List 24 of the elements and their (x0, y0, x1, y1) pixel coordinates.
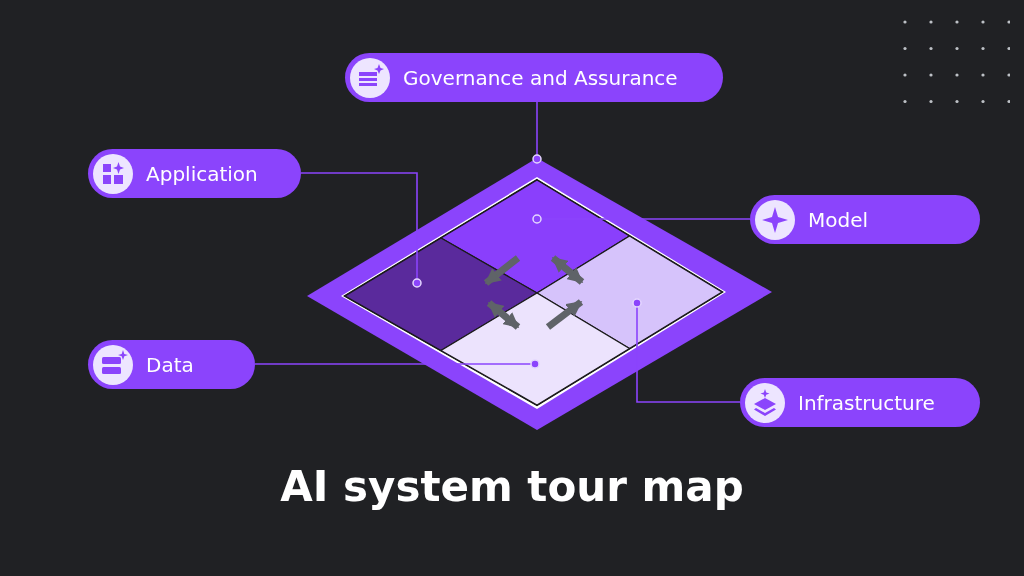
leader-line (532, 214, 751, 224)
block-arrow (486, 300, 521, 330)
bottom-quadrant (439, 292, 631, 406)
title: AI system tour map (280, 462, 744, 511)
block-arrow (550, 255, 585, 285)
pill-label: Data (146, 352, 194, 377)
pill-label: Infrastructure (798, 390, 935, 415)
block-arrow (483, 255, 521, 286)
pill-label: Governance and Assurance (403, 65, 678, 90)
label-pill (750, 195, 980, 244)
pill-label: Application (146, 161, 258, 186)
left-quadrant (343, 237, 539, 352)
leader-line (300, 172, 422, 288)
pill-label: Model (808, 207, 869, 232)
label-pill (88, 149, 301, 198)
block-arrow (545, 299, 584, 330)
label-pill (345, 53, 723, 102)
label-pill (88, 340, 255, 389)
leader-line (254, 359, 540, 369)
top-quadrant (439, 179, 631, 294)
leader-line (632, 298, 741, 403)
label-pill (740, 378, 980, 427)
leader-line (532, 101, 542, 164)
right-quadrant (535, 235, 724, 350)
